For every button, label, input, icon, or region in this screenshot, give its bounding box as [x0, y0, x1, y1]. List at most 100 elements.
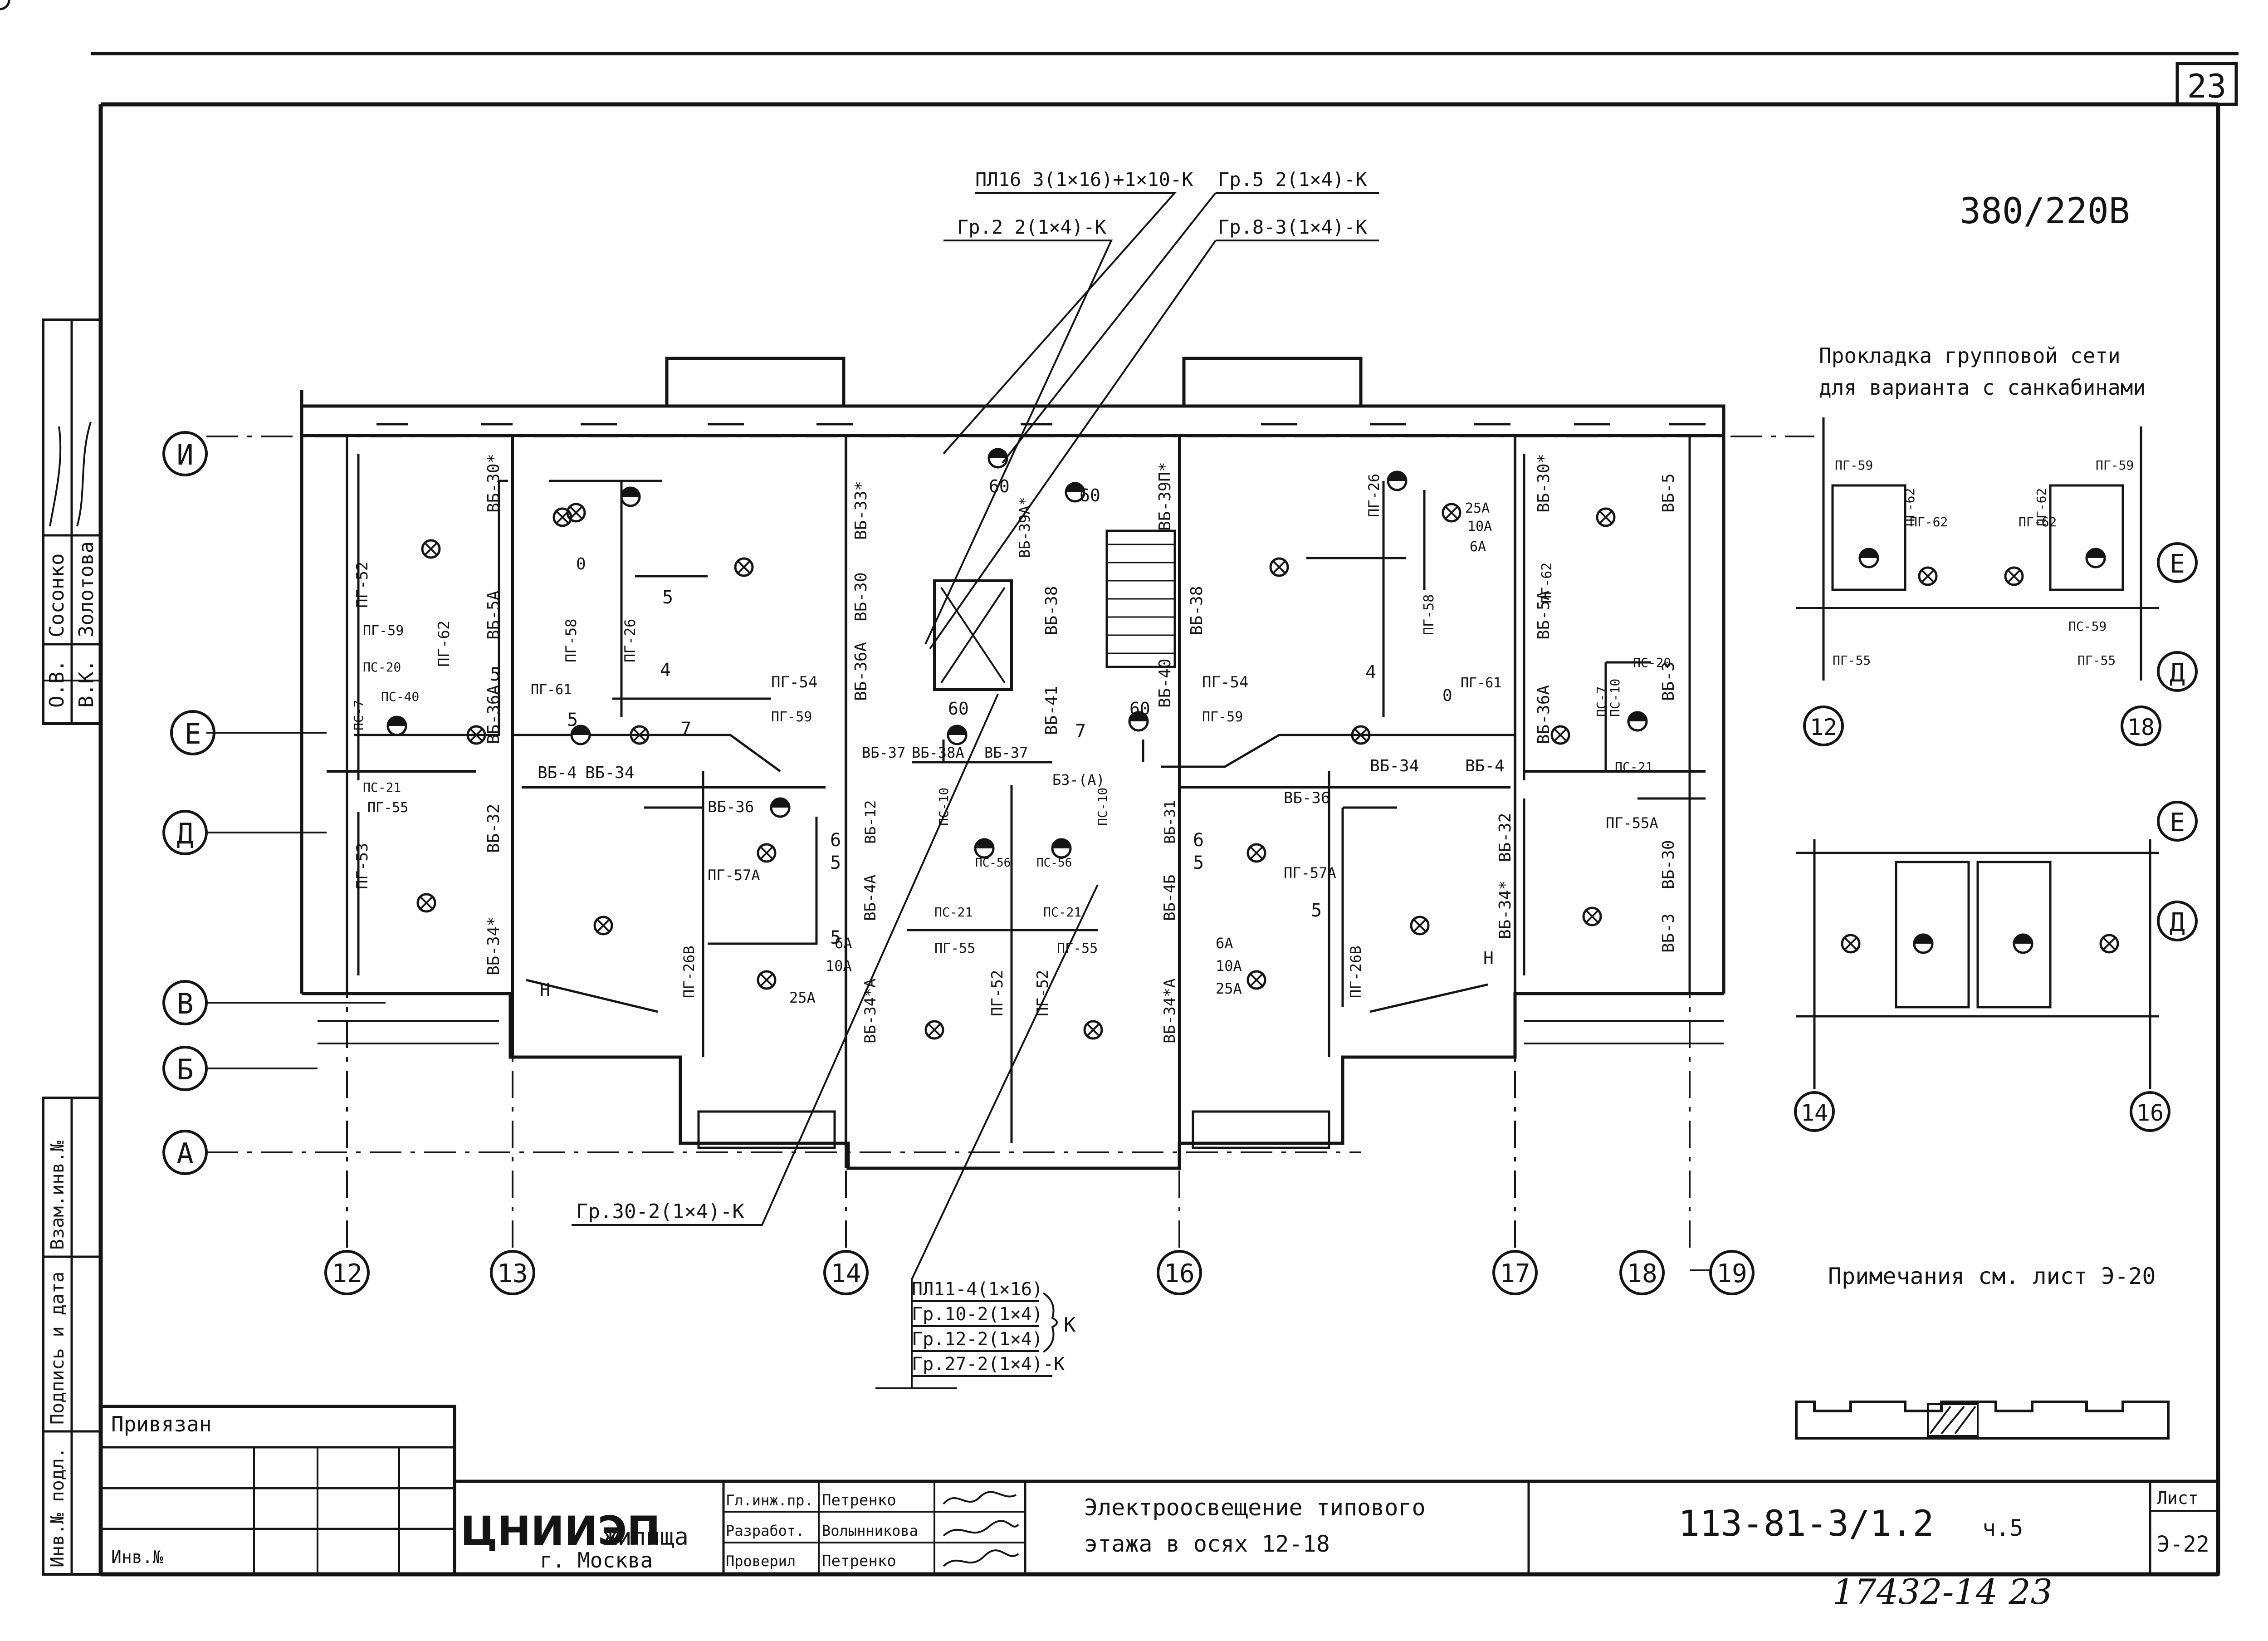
- plan-num: 5: [490, 664, 501, 685]
- sheet-number: 23: [2187, 67, 2227, 105]
- plan-num: 7: [1075, 721, 1086, 742]
- plan-label: ПС-56: [975, 856, 1011, 870]
- plan-label: ПГ-57А: [708, 867, 760, 884]
- notes-reference: Примечания см. лист Э-20: [1828, 1263, 2156, 1289]
- variant-axis-E: Е: [2157, 542, 2198, 583]
- plan-num: 6А: [1216, 935, 1233, 952]
- callout-gr30: Гр.30-2(1×4)-К: [576, 1200, 744, 1223]
- plan-label: ПС-7: [1594, 686, 1609, 717]
- key-plan: [1795, 1401, 2170, 1440]
- side-vk: В.К.: [75, 660, 98, 708]
- plan-label: ПГ-57А: [1284, 864, 1336, 882]
- row-axis-bubbles: И Е Д В Б А: [162, 431, 215, 1175]
- plan-label: ПС-10: [1095, 788, 1110, 826]
- variant-axis-E2: Е: [2157, 801, 2198, 842]
- variant-title-2: для варианта с санкабинами: [1819, 375, 2146, 400]
- svg-text:16: 16: [1164, 1259, 1194, 1288]
- plan-label: ВБ-3: [1659, 913, 1678, 953]
- axis-row-V: В: [162, 980, 208, 1025]
- title-block: Привязан Инв.№ ЦНИИЭП жилища г. Москва Г…: [99, 1405, 2220, 1576]
- variant-axis-D2: Д: [2157, 901, 2198, 941]
- plan-num: 5: [830, 927, 841, 948]
- plan-label: ВБ-36А: [1535, 685, 1553, 744]
- variant-label: ПГ-62: [2019, 514, 2057, 529]
- plan-label: ВБ-40: [1156, 659, 1174, 708]
- plan-num: 4: [1365, 662, 1376, 683]
- role-checked: Проверил: [726, 1553, 796, 1570]
- axis-col-16: 16: [1157, 1250, 1202, 1295]
- variant-label: ПГ-62: [1902, 488, 1917, 526]
- plan-label: ПГ-26: [1365, 474, 1383, 517]
- axis-row-B: Б: [162, 1046, 208, 1091]
- plan-label: ВБ-38: [1042, 586, 1061, 635]
- plan-label: ПГ-52: [353, 562, 371, 608]
- svg-text:Б: Б: [176, 1053, 193, 1086]
- drawing-part: ч.5: [1982, 1515, 2023, 1541]
- bundle-line-3: Гр.12-2(1×4): [912, 1329, 1043, 1350]
- plan-label: ПГ-61: [1461, 675, 1501, 691]
- plan-label: ВБ-30: [1659, 840, 1678, 889]
- privyazan-label: Привязан: [111, 1412, 212, 1436]
- svg-text:16: 16: [2136, 1100, 2164, 1126]
- bundle-line-2: Гр.10-2(1×4): [912, 1304, 1043, 1325]
- plan-label: ПС-20: [1633, 655, 1671, 670]
- plan-num: Н: [1483, 948, 1494, 968]
- plan-label: ВБ-33*: [852, 481, 870, 540]
- plan-label: ВБ-38: [1188, 586, 1206, 635]
- plan-label: ВБ-36: [1284, 789, 1330, 807]
- variant-axis-12: 12: [1803, 705, 1844, 746]
- plan-label: ВБ-39А*: [1016, 497, 1033, 558]
- plan-label: ВБ-30: [852, 573, 870, 622]
- plan-label: ВБ-32: [484, 804, 503, 853]
- plan-num: 10А: [826, 957, 852, 975]
- svg-text:Е: Е: [2170, 549, 2185, 579]
- plan-label: ВБ-12: [862, 800, 879, 844]
- plan-label: ПС-40: [381, 689, 419, 704]
- axis-row-D: Д: [162, 810, 208, 855]
- variant-label: ПГ-55: [2077, 653, 2116, 668]
- svg-text:Е: Е: [2170, 808, 2185, 838]
- plan-num: 6: [1193, 830, 1204, 851]
- callout-bundle: ПЛ11-4(1×16) Гр.10-2(1×4) Гр.12-2(1×4) Г…: [912, 1279, 1076, 1377]
- plan-num: 4: [660, 660, 671, 681]
- plan-label: ВБ-31: [1161, 800, 1178, 844]
- plan-label: ВБ-3: [1659, 661, 1678, 701]
- svg-text:18: 18: [1627, 1259, 1657, 1288]
- plan-label: ПГ-54: [771, 673, 817, 691]
- plan-label: ПС-20: [363, 660, 401, 675]
- plan-num: 60: [948, 699, 969, 719]
- plan-label: ПГ-53: [353, 843, 371, 889]
- role-developed: Разработ.: [726, 1522, 804, 1539]
- plan-label: ПС-21: [1615, 759, 1653, 774]
- plan-label: ПГ-59: [771, 709, 812, 725]
- plan-label: ПГ-59: [363, 623, 404, 639]
- plan-label: ВБ-30*: [1535, 454, 1553, 513]
- plan-label: ПГ-61: [531, 682, 572, 698]
- wiring-lines: [354, 454, 1706, 1013]
- plan-label: ВБ-36А: [484, 685, 503, 744]
- plan-num: 5: [662, 587, 673, 608]
- plan-label: ВБ-34*А: [861, 979, 880, 1043]
- plan-label: ПГ-62: [1539, 563, 1555, 603]
- org-name: ЦНИИЭП: [460, 1508, 660, 1554]
- plan-label: ПГ-26В: [680, 945, 698, 998]
- variant-axis-16: 16: [2130, 1091, 2170, 1132]
- axis-col-14: 14: [823, 1250, 869, 1295]
- plan-label: БЗ-(А): [1052, 771, 1105, 789]
- axis-row-A: А: [162, 1130, 208, 1175]
- signatures: [943, 1491, 1019, 1567]
- plan-label: ПГ-54: [1202, 673, 1248, 691]
- callout-leaders: [572, 192, 1379, 1389]
- callout-pl16: ПЛ16 3(1×16)+1×10-К: [975, 168, 1193, 191]
- axis-row-E: Е: [170, 710, 215, 755]
- axis-col-13: 13: [490, 1250, 535, 1295]
- name-chief-eng: Петренко: [822, 1491, 896, 1509]
- svg-text:18: 18: [2127, 714, 2155, 740]
- stamp-number: 17432-14 23: [1833, 1572, 2053, 1612]
- plan-label: ВБ-5А: [484, 590, 503, 640]
- plan-label: ПГ-55: [934, 941, 975, 956]
- callout-gr5: Гр.5 2(1×4)-К: [1218, 168, 1367, 191]
- plan-label: ВБ-34: [1370, 757, 1419, 775]
- plan-label: ПС-21: [363, 780, 401, 795]
